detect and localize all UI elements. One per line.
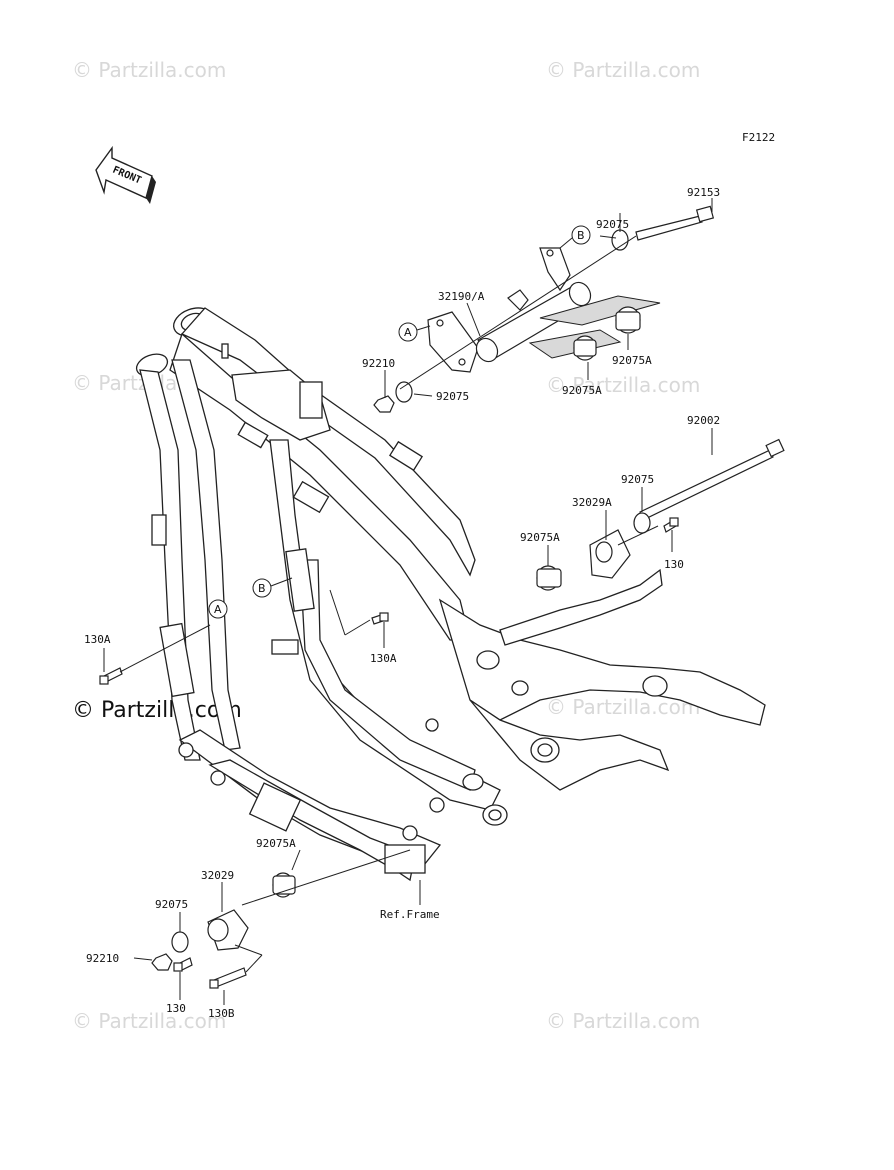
- label-92210-bottom: 92210: [86, 952, 119, 965]
- label-92075-mid: 92075: [436, 390, 469, 403]
- callout-b-frame-label: B: [258, 582, 266, 595]
- mount-plate-b: [539, 247, 571, 292]
- label-130a-mid: 130A: [370, 652, 397, 665]
- watermark-top-left: © Partzilla.com: [72, 58, 226, 82]
- callout-a-frame: A: [208, 599, 228, 619]
- callout-a-frame-label: A: [214, 603, 222, 616]
- front-arrow-icon: FRONT: [95, 145, 156, 204]
- label-92002: 92002: [687, 414, 720, 427]
- mount-plate-a: [427, 311, 479, 373]
- callout-b-top-label: B: [577, 229, 585, 242]
- callout-a-top: A: [398, 322, 431, 342]
- callout-a-top-label: A: [404, 326, 412, 339]
- label-92075a-bottom: 92075A: [256, 837, 296, 850]
- label-130-right: 130: [664, 558, 684, 571]
- label-130-bottom: 130: [166, 1002, 186, 1015]
- leader-lines: [103, 198, 713, 1005]
- label-92210-top: 92210: [362, 357, 395, 370]
- watermark-dark: © Partzilla.com: [72, 698, 242, 723]
- label-ref-frame: Ref.Frame: [380, 908, 440, 921]
- figure-id: F2122: [742, 131, 775, 144]
- watermark-mid-right: © Partzilla.com: [546, 373, 700, 397]
- label-92075a-left: 92075A: [562, 384, 602, 397]
- top-mount-assembly: [373, 205, 715, 413]
- watermark-bottom-right: © Partzilla.com: [546, 1009, 700, 1033]
- mid-mount-assembly: [371, 438, 785, 625]
- label-92075-top: 92075: [596, 218, 629, 231]
- label-32190a: 32190/A: [438, 290, 485, 303]
- callout-b-top: B: [559, 225, 591, 249]
- watermark-bottom-left: © Partzilla.com: [72, 1009, 226, 1033]
- watermark-top-right: © Partzilla.com: [546, 58, 700, 82]
- label-92075a-right: 92075A: [612, 354, 652, 367]
- label-92075a-2: 92075A: [520, 531, 560, 544]
- label-92153: 92153: [687, 186, 720, 199]
- label-130a-left: 130A: [84, 633, 111, 646]
- label-92075-bottom: 92075: [155, 898, 188, 911]
- label-32029a: 32029A: [572, 496, 612, 509]
- bracket-32190a: [507, 289, 529, 311]
- callout-b-frame: B: [252, 577, 293, 598]
- bottom-mount-assembly: [99, 667, 296, 989]
- label-32029: 32029: [201, 869, 234, 882]
- label-130b: 130B: [208, 1007, 235, 1020]
- label-92075-r2: 92075: [621, 473, 654, 486]
- frame-drawing: [135, 307, 766, 882]
